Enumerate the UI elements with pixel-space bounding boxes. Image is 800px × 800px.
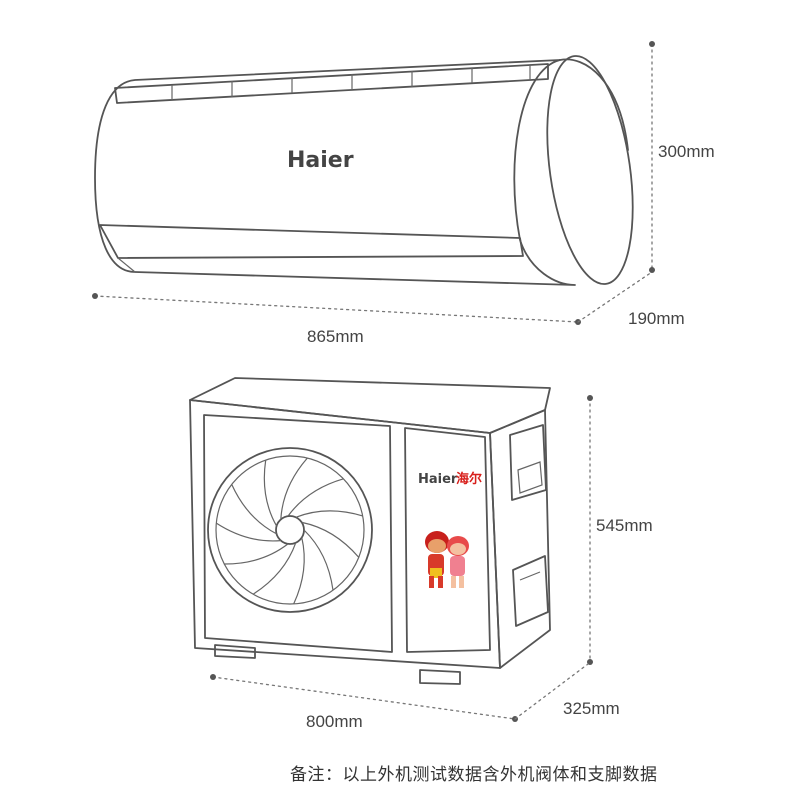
- outdoor-brand-cn: 海尔: [456, 471, 482, 487]
- fan-blade: [215, 522, 281, 542]
- indoor-height-dimension: 300mm: [649, 41, 715, 273]
- indoor-width-dimension: 865mm: [92, 293, 581, 346]
- indoor-depth-label: 190mm: [628, 309, 685, 328]
- fan-icon: [207, 447, 373, 613]
- outdoor-width-dimension: 800mm: [210, 674, 518, 731]
- footnote: 备注：以上外机测试数据含外机阀体和支脚数据: [290, 765, 658, 785]
- fan-blade: [295, 510, 363, 518]
- outdoor-height-dimension: 545mm: [587, 395, 653, 665]
- fan-blade: [303, 529, 334, 591]
- fan-blade: [280, 457, 308, 520]
- indoor-depth-dimension: 190mm: [577, 271, 685, 328]
- fan-blade: [224, 543, 289, 565]
- indoor-width-label: 865mm: [307, 327, 364, 346]
- mascot-icon: [425, 531, 469, 588]
- fan-blade: [263, 460, 278, 527]
- fan-blade: [252, 542, 297, 595]
- indoor-unit: Haier: [94, 55, 634, 286]
- outdoor-unit: Haier 海尔: [189, 377, 551, 685]
- fan-blade: [293, 537, 305, 605]
- fan-blade: [301, 521, 360, 558]
- outdoor-width-label: 800mm: [306, 712, 363, 731]
- fan-blade: [287, 478, 344, 517]
- indoor-height-label: 300mm: [658, 142, 715, 161]
- outdoor-depth-dimension: 325mm: [514, 663, 620, 720]
- fan-blade: [231, 484, 277, 535]
- outdoor-depth-label: 325mm: [563, 699, 620, 718]
- outdoor-height-label: 545mm: [596, 516, 653, 535]
- indoor-brand-logo: Haier: [287, 148, 354, 173]
- outdoor-brand-logo: Haier: [418, 472, 458, 487]
